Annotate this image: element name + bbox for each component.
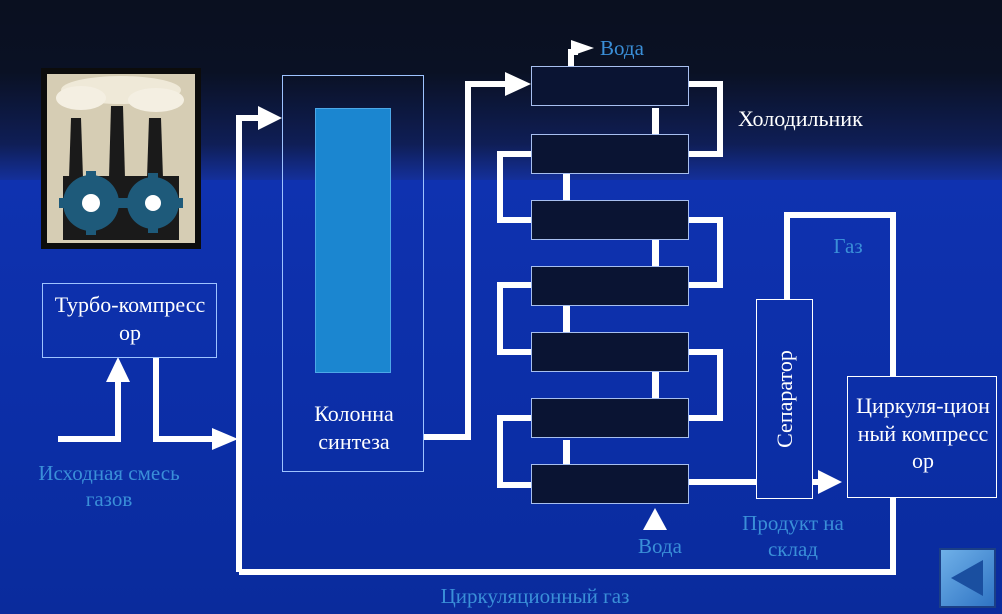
circ-compressor-label: Циркуля-ционный компрессор: [856, 393, 990, 473]
circulation-gas-label: Циркуляционный газ: [440, 584, 630, 608]
cooler-section-5: [531, 332, 689, 372]
turbo-compressor-label: Турбо-компрессор: [54, 292, 206, 345]
back-button[interactable]: [939, 548, 996, 608]
product-label: Продукт на склад: [742, 511, 844, 562]
synthesis-column-inner: [315, 108, 391, 373]
background: [0, 180, 1002, 614]
factory-gears-icon: [41, 68, 201, 249]
cooler-section-6: [531, 398, 689, 438]
synthesis-column-box: [282, 75, 424, 472]
cooler-section-7: [531, 464, 689, 504]
synthesis-column-label: Колонна синтеза: [314, 401, 394, 454]
source-mix-label: Исходная смесь газов: [38, 461, 180, 512]
water-top-label: Вода: [600, 36, 644, 60]
cooler-section-1: [531, 66, 689, 106]
cooler-section-4: [531, 266, 689, 306]
back-arrow-icon: [951, 560, 983, 596]
turbo-compressor-box: [42, 283, 217, 358]
separator-label: Сепаратор: [771, 350, 797, 448]
separator-box: [756, 299, 813, 499]
gas-label: Газ: [833, 234, 863, 258]
cooler-section-3: [531, 200, 689, 240]
circ-compressor-box: [847, 376, 997, 498]
cooler-label: Холодильник: [738, 106, 863, 131]
cooler-section-2: [531, 134, 689, 174]
separator-label-wrap: Сепаратор: [756, 299, 813, 499]
water-bottom-label: Вода: [638, 534, 682, 558]
